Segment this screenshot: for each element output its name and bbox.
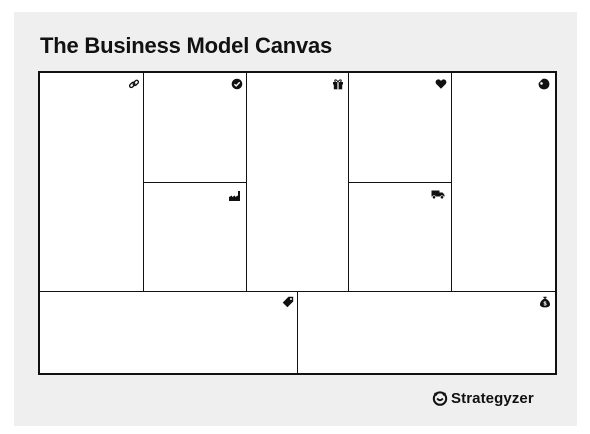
heart-icon	[435, 78, 447, 90]
block-key-resources[interactable]	[144, 183, 246, 291]
block-key-partners[interactable]	[40, 73, 143, 291]
strategyzer-brand: Strategyzer	[432, 388, 558, 408]
strategyzer-logo-icon	[432, 391, 448, 406]
factory-icon	[228, 190, 242, 202]
block-channels[interactable]	[349, 183, 451, 291]
business-model-canvas-grid	[38, 71, 557, 375]
customer-head-icon	[538, 78, 550, 90]
price-tag-icon	[282, 296, 294, 308]
divider	[297, 291, 298, 373]
check-circle-icon	[231, 78, 243, 90]
gift-icon	[332, 78, 344, 90]
delivery-truck-icon	[431, 188, 445, 200]
block-cost-structure[interactable]	[40, 292, 297, 373]
block-customer-relationships[interactable]	[349, 73, 451, 182]
link-icon	[128, 78, 140, 90]
divider	[348, 182, 452, 183]
block-key-activities[interactable]	[144, 73, 246, 182]
block-revenue-streams[interactable]	[298, 292, 555, 373]
brand-name: Strategyzer	[451, 389, 534, 407]
block-value-propositions[interactable]	[247, 73, 348, 291]
page-title: The Business Model Canvas	[40, 33, 333, 58]
divider	[143, 182, 247, 183]
money-bag-icon	[539, 296, 551, 308]
block-customer-segments[interactable]	[452, 73, 555, 291]
